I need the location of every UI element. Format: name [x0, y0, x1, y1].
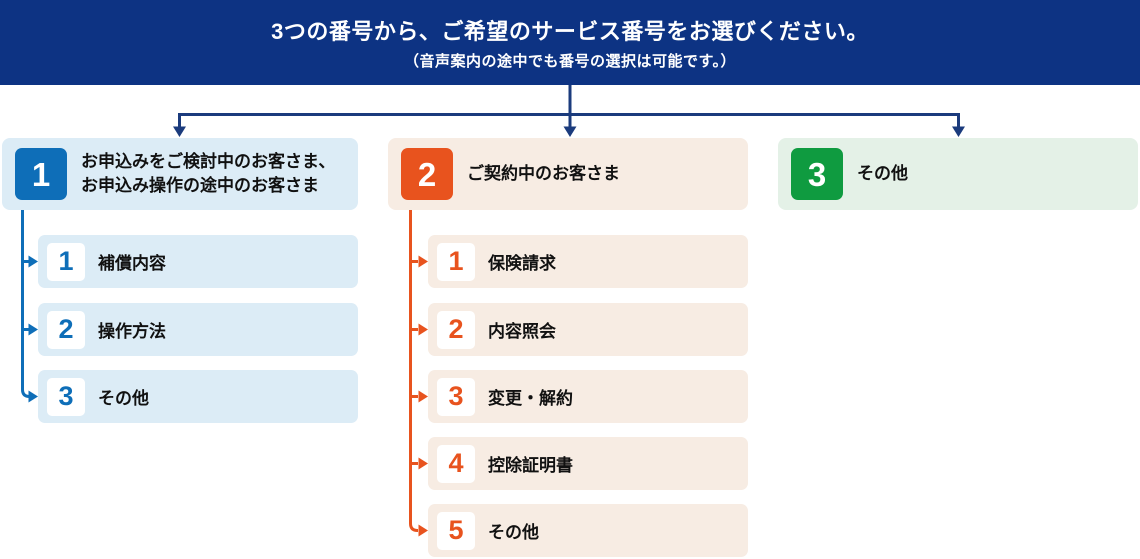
branch-1-option-3-label: その他	[98, 389, 149, 408]
branch-2-option-4-number-badge: 4	[437, 444, 475, 483]
branch-2-option-5-label: その他	[488, 523, 539, 542]
branch-3-label: その他	[857, 164, 908, 184]
connector-horizontal	[178, 113, 960, 129]
branch-1-header: 1 お申込みをご検討中のお客さま、 お申込み操作の途中のお客さま	[2, 138, 358, 210]
arrow-right-2-2	[418, 323, 428, 336]
branch-1-connector	[21, 202, 30, 398]
branch-2-option-5-number-badge: 5	[437, 511, 475, 550]
branch-2-option-2: 2 内容照会	[428, 303, 748, 356]
banner: 3つの番号から、ご希望のサービス番号をお選びください。 （音声案内の途中でも番号…	[0, 0, 1140, 85]
branch-2-option-4-label: 控除証明書	[488, 456, 573, 475]
branch-2-option-3-number-badge: 3	[437, 377, 475, 416]
arrow-down-branch-3	[952, 126, 965, 137]
arrow-right-2-4	[418, 457, 428, 470]
banner-subtitle: （音声案内の途中でも番号の選択は可能です。）	[403, 53, 736, 70]
branch-2-header: 2 ご契約中のお客さま	[388, 138, 748, 210]
branch-2-connector	[409, 202, 418, 532]
branch-3-number-badge: 3	[791, 148, 843, 200]
arrow-right-2-5	[418, 524, 428, 537]
branch-1-label-line2: お申込み操作の途中のお客さま	[81, 176, 319, 195]
branch-2-option-2-label: 内容照会	[488, 322, 556, 341]
arrow-right-1-3	[28, 390, 38, 403]
arrow-down-branch-2	[563, 126, 577, 137]
branch-2-option-1-label: 保険請求	[488, 254, 556, 273]
branch-2-option-4: 4 控除証明書	[428, 437, 748, 490]
arrow-right-2-1	[418, 255, 428, 268]
branch-2-option-3-label: 変更・解約	[488, 389, 573, 408]
arrow-right-1-2	[28, 323, 38, 336]
branch-2-number-badge: 2	[401, 148, 453, 200]
branch-1-label-line1: お申込みをご検討中のお客さま、	[81, 152, 336, 172]
branch-2-option-1: 1 保険請求	[428, 235, 748, 288]
branch-1-option-1: 1 補償内容	[38, 235, 358, 288]
branch-2-option-1-number-badge: 1	[437, 242, 475, 281]
arrow-right-1-1	[28, 255, 38, 268]
branch-1-option-2-label: 操作方法	[98, 322, 166, 341]
branch-1-option-3: 3 その他	[38, 370, 358, 423]
branch-1-label: お申込みをご検討中のお客さま、 お申込み操作の途中のお客さま	[81, 150, 335, 198]
branch-1-option-1-number-badge: 1	[47, 242, 85, 281]
branch-1-option-2-number-badge: 2	[47, 310, 85, 349]
branch-2-option-2-number-badge: 2	[437, 310, 475, 349]
branch-1-option-3-number-badge: 3	[47, 377, 85, 416]
arrow-right-2-3	[418, 390, 428, 403]
branch-1-option-2: 2 操作方法	[38, 303, 358, 356]
branch-1-number-badge: 1	[15, 148, 67, 200]
branch-2-option-3: 3 変更・解約	[428, 370, 748, 423]
branch-2-label: ご契約中のお客さま	[467, 164, 620, 184]
branch-2-option-5: 5 その他	[428, 504, 748, 557]
arrow-down-branch-1	[173, 126, 186, 137]
branch-1-option-1-label: 補償内容	[98, 254, 166, 273]
banner-title: 3つの番号から、ご希望のサービス番号をお選びください。	[271, 19, 869, 44]
branch-3-header: 3 その他	[778, 138, 1138, 210]
